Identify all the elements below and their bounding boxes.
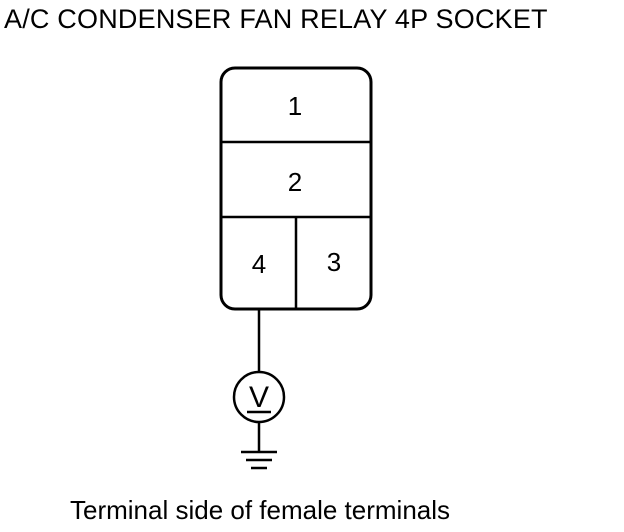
diagram-caption: Terminal side of female terminals [70, 495, 451, 525]
meter-symbol: V [249, 381, 269, 414]
terminal-4-label: 4 [252, 249, 266, 279]
diagram-title: A/C CONDENSER FAN RELAY 4P SOCKET [4, 4, 548, 34]
ground-icon [241, 450, 277, 470]
terminal-1-label: 1 [288, 91, 302, 121]
terminal-2-label: 2 [288, 167, 302, 197]
dc-voltmeter-icon: V [232, 370, 286, 424]
terminal-3-label: 3 [327, 247, 341, 277]
